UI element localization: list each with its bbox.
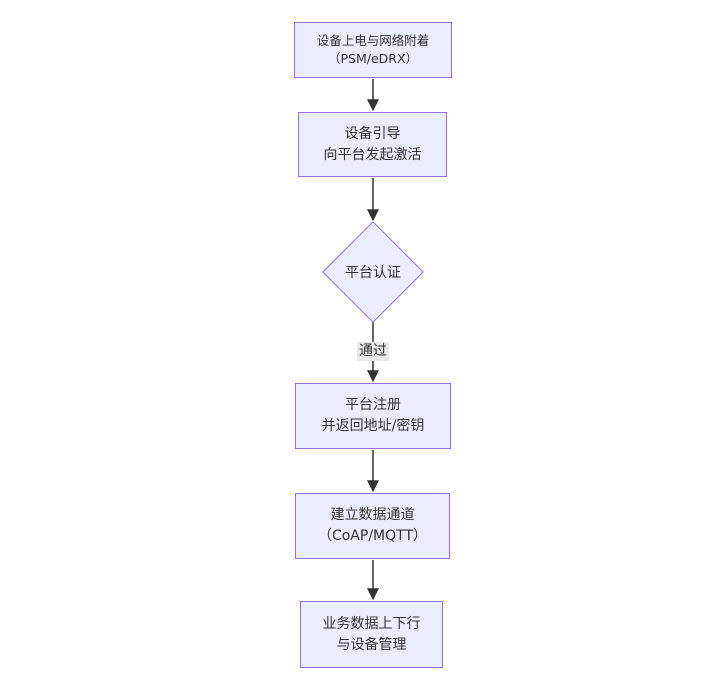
node-platform-auth-label: 平台认证 (345, 265, 401, 281)
node-platform-register: 平台注册 并返回地址/密钥 (295, 383, 451, 449)
node-power-attach-line2: （PSM/eDRX） (327, 51, 419, 66)
node-platform-auth: 平台认证 (323, 222, 423, 322)
node-business-data: 业务数据上下行 与设备管理 (300, 601, 443, 668)
node-bootstrap-line1: 设备引导 (344, 125, 401, 142)
node-bootstrap-line2: 向平台发起激活 (323, 146, 422, 163)
node-power-attach: 设备上电与网络附着 （PSM/eDRX） (294, 22, 452, 78)
node-data-channel: 建立数据通道 （CoAP/MQTT） (295, 493, 450, 559)
node-platform-register-line1: 平台注册 (345, 397, 401, 413)
node-data-channel-line2: （CoAP/MQTT） (317, 528, 428, 544)
edge-label-pass: 通过 (357, 342, 389, 361)
node-data-channel-line1: 建立数据通道 (330, 507, 415, 523)
node-bootstrap: 设备引导 向平台发起激活 (298, 112, 447, 177)
node-business-data-line2: 与设备管理 (336, 636, 407, 653)
node-power-attach-line1: 设备上电与网络附着 (316, 33, 430, 48)
node-business-data-line1: 业务数据上下行 (322, 615, 421, 632)
node-platform-register-line2: 并返回地址/密钥 (321, 418, 425, 434)
